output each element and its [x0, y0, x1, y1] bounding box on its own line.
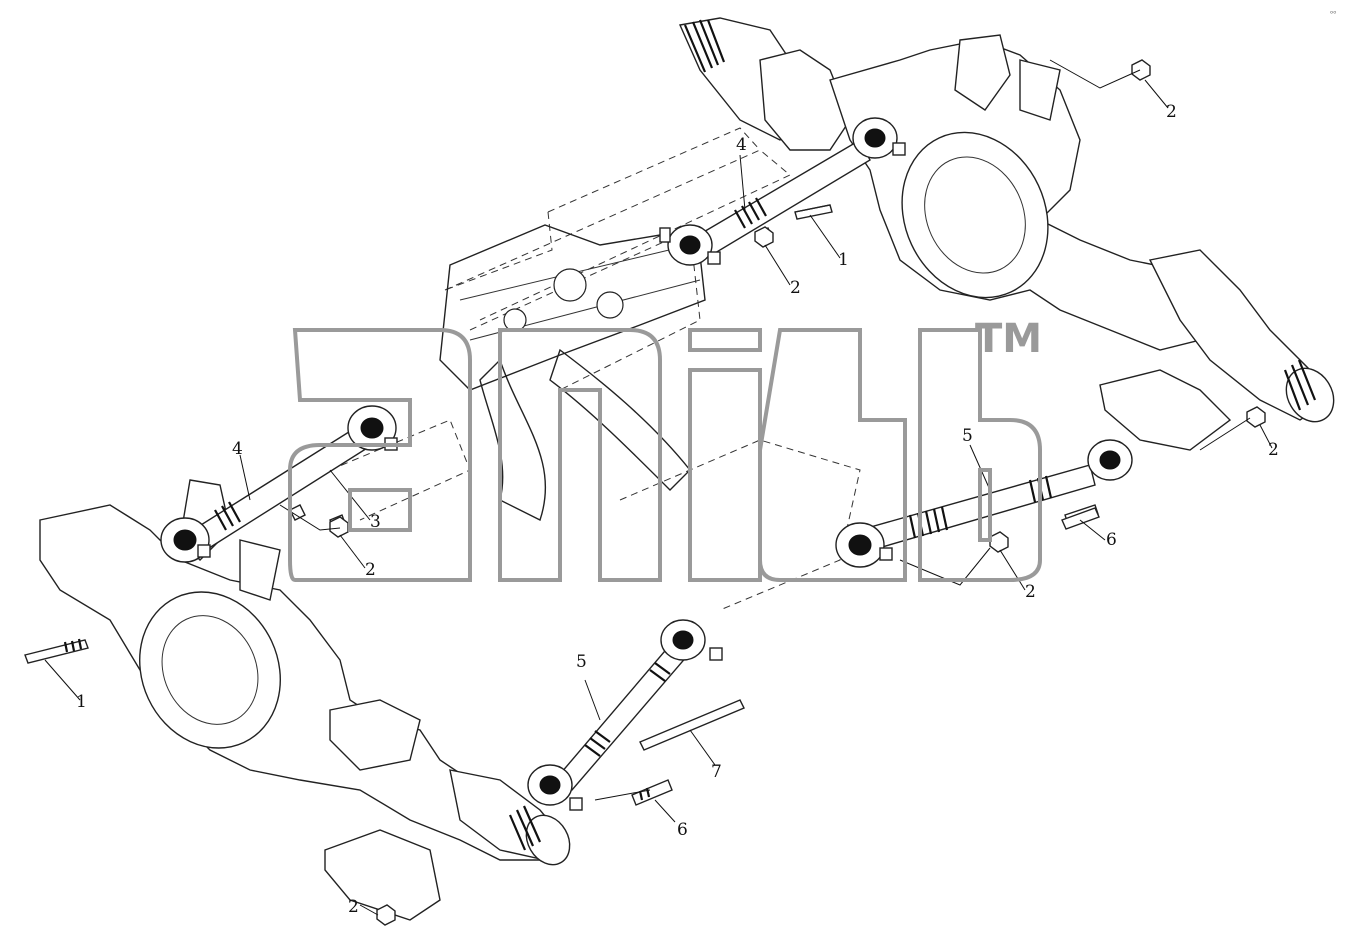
- watermark-logo: [288, 328, 1042, 582]
- callout-6-right: 6: [1106, 530, 1117, 550]
- callout-2-top-right: 2: [1166, 102, 1177, 122]
- fasteners: [24, 59, 1266, 926]
- leader-lines: [44, 59, 1273, 916]
- callout-2-bottom: 2: [348, 897, 359, 917]
- frame-crossmember: [439, 224, 706, 521]
- corner-mark-icon: ᵒᵒ: [1330, 9, 1337, 18]
- callout-2-right: 2: [1268, 440, 1279, 460]
- callout-4-lower: 4: [232, 439, 243, 459]
- front-axle-housing: [39, 479, 571, 921]
- watermark-trademark: TM: [975, 316, 1042, 362]
- frame-outline: [329, 127, 861, 611]
- callout-2-lower-rod: 2: [365, 560, 376, 580]
- v-rod-right: [835, 439, 1133, 568]
- torque-rod-upper: [659, 117, 906, 266]
- callout-5-left: 5: [576, 652, 587, 672]
- callout-2-v-rod: 2: [1025, 582, 1036, 602]
- callout-4-upper: 4: [736, 135, 747, 155]
- rear-axle-housing: [678, 17, 1335, 451]
- callout-1-upper: 1: [838, 250, 849, 270]
- callout-6-left: 6: [677, 820, 688, 840]
- v-rod-left: [527, 619, 723, 811]
- callout-5-right: 5: [962, 426, 973, 446]
- callout-7: 7: [711, 762, 722, 782]
- callout-1-lower: 1: [76, 692, 87, 712]
- callout-2-upper-rod: 2: [790, 278, 801, 298]
- callout-3: 3: [370, 512, 381, 532]
